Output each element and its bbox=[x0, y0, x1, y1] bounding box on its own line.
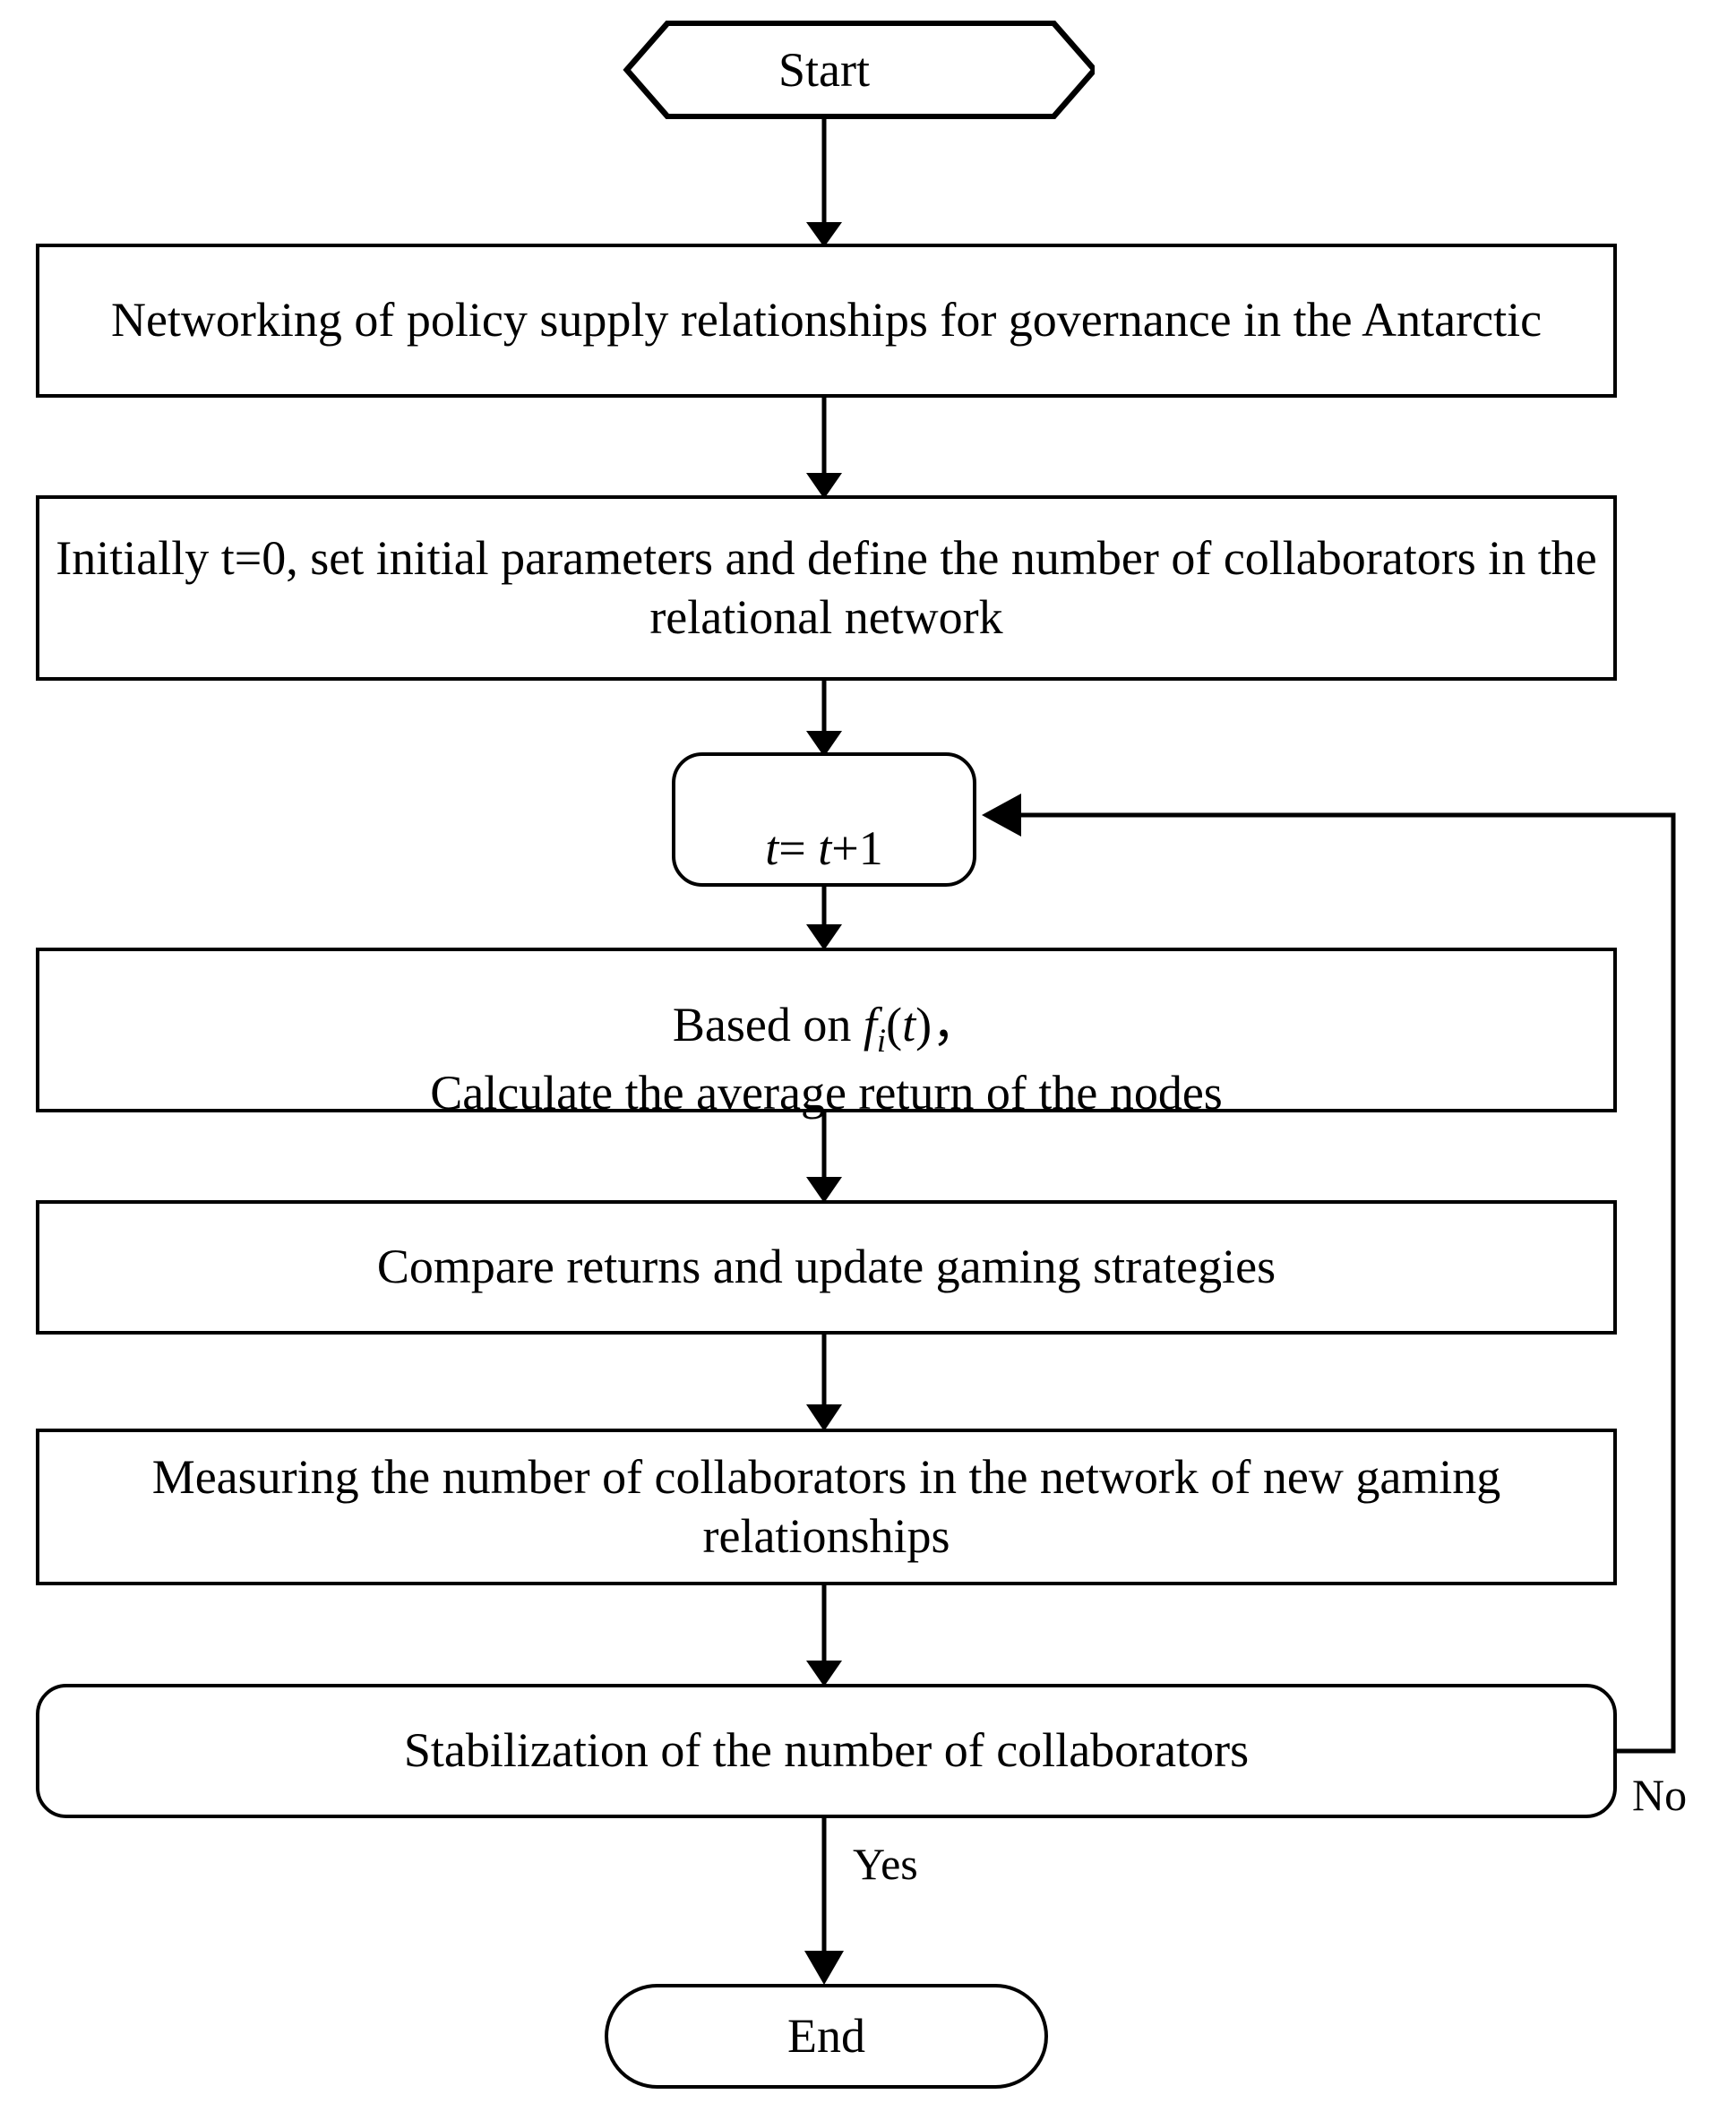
average-return-function: fi(t) bbox=[863, 997, 932, 1059]
connector-compare-to-measure bbox=[806, 1335, 842, 1431]
node-networking[interactable]: Networking of policy supply relationship… bbox=[36, 244, 1617, 398]
node-average-return[interactable]: Based on fi(t)， Calculate the average re… bbox=[36, 948, 1617, 1120]
connector-average-return-to-compare bbox=[806, 1112, 842, 1203]
node-measure-collaborators-label: Measuring the number of collaborators in… bbox=[151, 1449, 1501, 1563]
node-compare-returns-label: Compare returns and update gaming strate… bbox=[376, 1240, 1276, 1294]
node-average-return-line1: Based on fi(t)， bbox=[658, 937, 994, 1064]
node-measure-collaborators[interactable]: Measuring the number of collaborators in… bbox=[36, 1429, 1617, 1585]
node-start[interactable]: Start bbox=[554, 20, 1095, 120]
average-return-prefix: Based on bbox=[672, 997, 864, 1052]
increment-plus-one: +1 bbox=[831, 821, 883, 875]
node-increment-label: t= t+1 bbox=[751, 760, 897, 879]
function-arg-t: t bbox=[902, 997, 916, 1052]
connector-init-to-increment bbox=[806, 681, 842, 757]
node-init[interactable]: Initially t=0, set initial parameters an… bbox=[36, 495, 1617, 681]
connector-start-to-networking bbox=[806, 117, 842, 247]
node-increment[interactable]: t= t+1 bbox=[672, 752, 976, 887]
connector-measure-to-stabilization bbox=[806, 1585, 842, 1687]
function-paren-close: ) bbox=[915, 997, 932, 1052]
function-subscript-i: i bbox=[876, 1021, 887, 1059]
node-average-return-line2: Calculate the average return of the node… bbox=[430, 1066, 1223, 1120]
edge-label-yes: Yes bbox=[853, 1839, 918, 1889]
increment-var-right: t bbox=[818, 821, 832, 875]
node-start-label: Start bbox=[778, 43, 870, 97]
hexagon-shape bbox=[623, 21, 1095, 119]
connector-networking-to-init bbox=[806, 397, 842, 499]
increment-equals: = bbox=[778, 821, 819, 875]
function-paren-open: ( bbox=[886, 997, 903, 1052]
increment-var-left: t bbox=[765, 821, 779, 875]
average-return-comma: ， bbox=[932, 997, 981, 1052]
node-networking-label: Networking of policy supply relationship… bbox=[110, 293, 1543, 348]
function-f: f bbox=[863, 997, 877, 1052]
connector-stabilization-to-end bbox=[804, 1818, 844, 1985]
node-compare-returns[interactable]: Compare returns and update gaming strate… bbox=[36, 1200, 1617, 1335]
node-end-label: End bbox=[787, 2008, 865, 2063]
node-stabilization-label: Stabilization of the number of collabora… bbox=[403, 1723, 1250, 1778]
node-init-label: Initially t=0, set initial parameters an… bbox=[56, 530, 1597, 644]
node-end[interactable]: End bbox=[605, 1984, 1048, 2089]
node-stabilization[interactable]: Stabilization of the number of collabora… bbox=[36, 1684, 1617, 1818]
edge-label-no: No bbox=[1632, 1770, 1688, 1820]
